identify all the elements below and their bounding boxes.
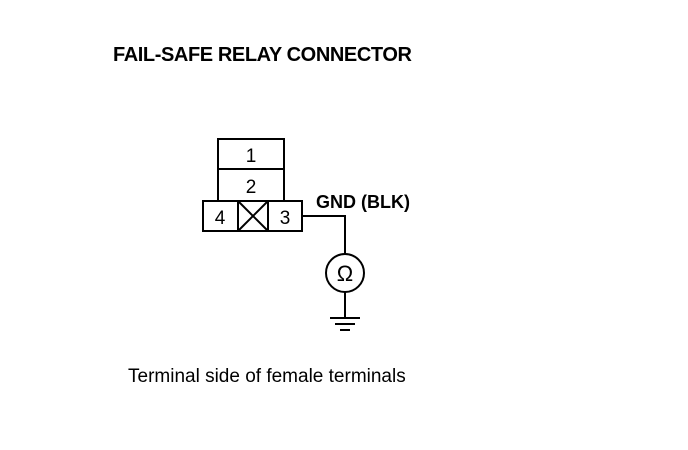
ohm-symbol: Ω bbox=[337, 261, 353, 286]
pin-3-label: 3 bbox=[280, 208, 291, 229]
diagram-title: FAIL-SAFE RELAY CONNECTOR bbox=[113, 44, 412, 66]
pin-2-label: 2 bbox=[246, 177, 257, 198]
pin-1-label: 1 bbox=[246, 146, 257, 167]
wire-label: GND (BLK) bbox=[316, 192, 410, 212]
diagram-caption: Terminal side of female terminals bbox=[128, 366, 406, 387]
gnd-wire bbox=[302, 215, 346, 254]
cross-box-line-b bbox=[237, 200, 269, 232]
pin-4-label: 4 bbox=[215, 208, 226, 229]
ground-icon bbox=[330, 317, 360, 331]
